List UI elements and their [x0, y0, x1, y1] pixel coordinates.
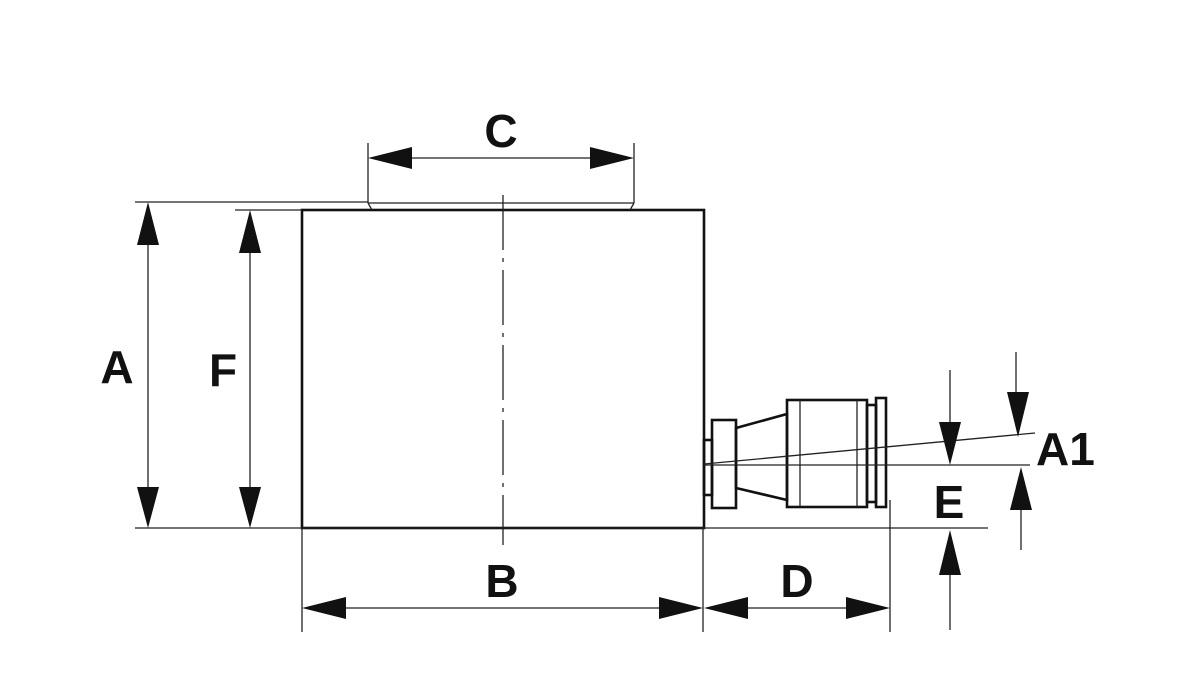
- label-f: F: [209, 344, 237, 396]
- dimension-b: [302, 597, 703, 619]
- dimension-e: [939, 370, 961, 630]
- label-c: C: [484, 105, 517, 157]
- label-a1: A1: [1036, 423, 1095, 475]
- dimension-f: [239, 210, 261, 528]
- dimension-d: [704, 597, 890, 619]
- coupler-tilt-line: [703, 432, 1036, 465]
- ram-right-edge: [629, 202, 635, 211]
- ram-left-edge: [367, 202, 373, 211]
- dimension-a1: [1007, 352, 1032, 550]
- label-d: D: [780, 555, 813, 607]
- dimension-c: [368, 147, 634, 169]
- hydraulic-coupler: [702, 396, 888, 510]
- label-b: B: [485, 555, 518, 607]
- label-e: E: [934, 476, 965, 528]
- dimension-a: [137, 202, 159, 528]
- label-a: A: [100, 341, 133, 393]
